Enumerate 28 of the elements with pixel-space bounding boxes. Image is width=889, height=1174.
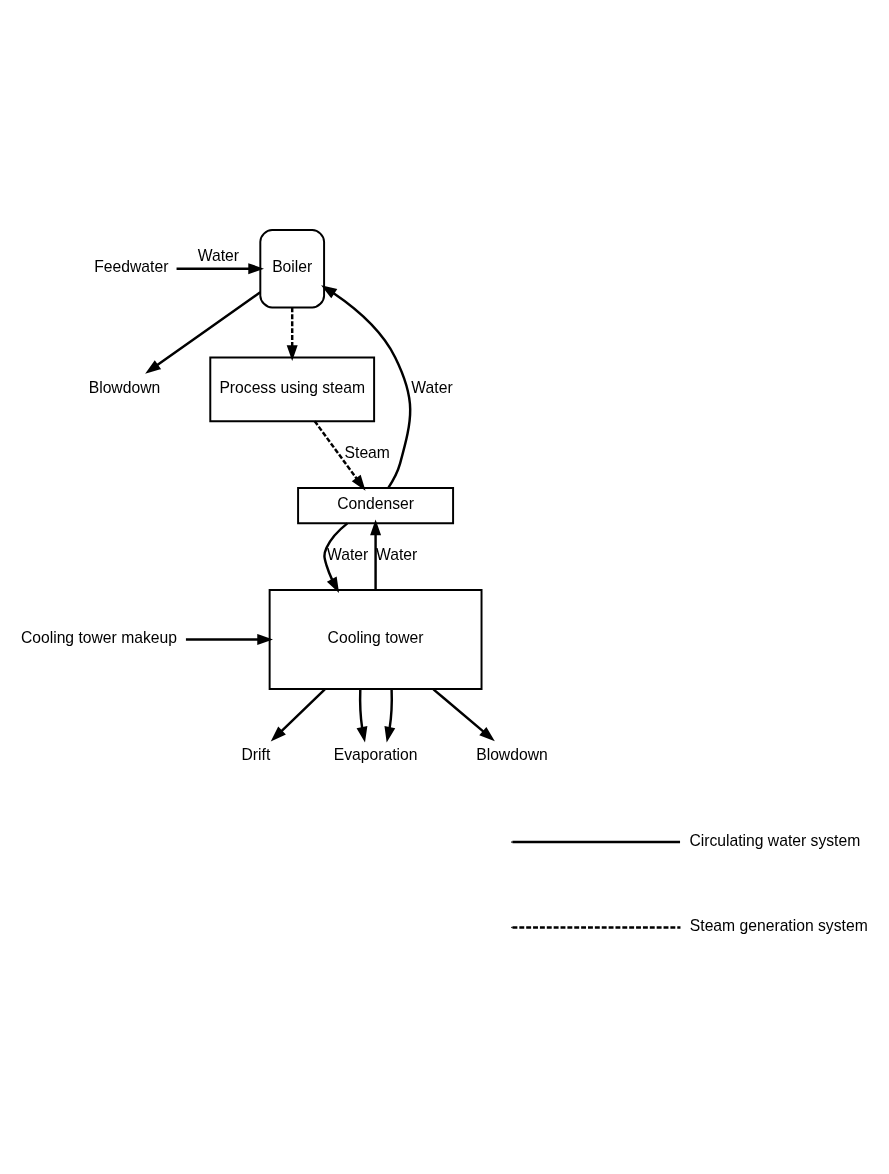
arrow — [313, 420, 366, 491]
edge-label: Water — [197, 246, 240, 264]
node-box: Cooling tower — [268, 588, 483, 690]
node-text: Cooling tower makeup — [20, 628, 177, 646]
node-box: Boiler — [259, 228, 326, 308]
node-text: Blowdown — [476, 745, 548, 763]
node-text: Drift — [241, 745, 271, 763]
legend-label: Circulating water system — [689, 831, 861, 849]
arrow — [370, 519, 382, 590]
arrow — [323, 521, 349, 593]
node-box: Process using steam — [209, 355, 376, 422]
arrow — [176, 262, 264, 274]
arrow — [384, 688, 396, 743]
edge-label: Water — [411, 378, 453, 396]
node-text: Evaporation — [333, 745, 418, 763]
edge-label: Water — [326, 545, 369, 563]
arrow — [270, 687, 326, 741]
arrow — [185, 633, 273, 645]
edge-label: Steam — [344, 443, 390, 461]
arrow — [432, 687, 495, 741]
node-text: Feedwater — [94, 257, 169, 275]
arrow — [356, 688, 368, 743]
node-box: Condenser — [297, 486, 455, 524]
node-text: Blowdown — [88, 378, 161, 396]
arrow — [286, 307, 298, 361]
arrow — [145, 290, 261, 374]
legend-label: Steam generation system — [689, 916, 868, 934]
arrow — [321, 284, 412, 489]
